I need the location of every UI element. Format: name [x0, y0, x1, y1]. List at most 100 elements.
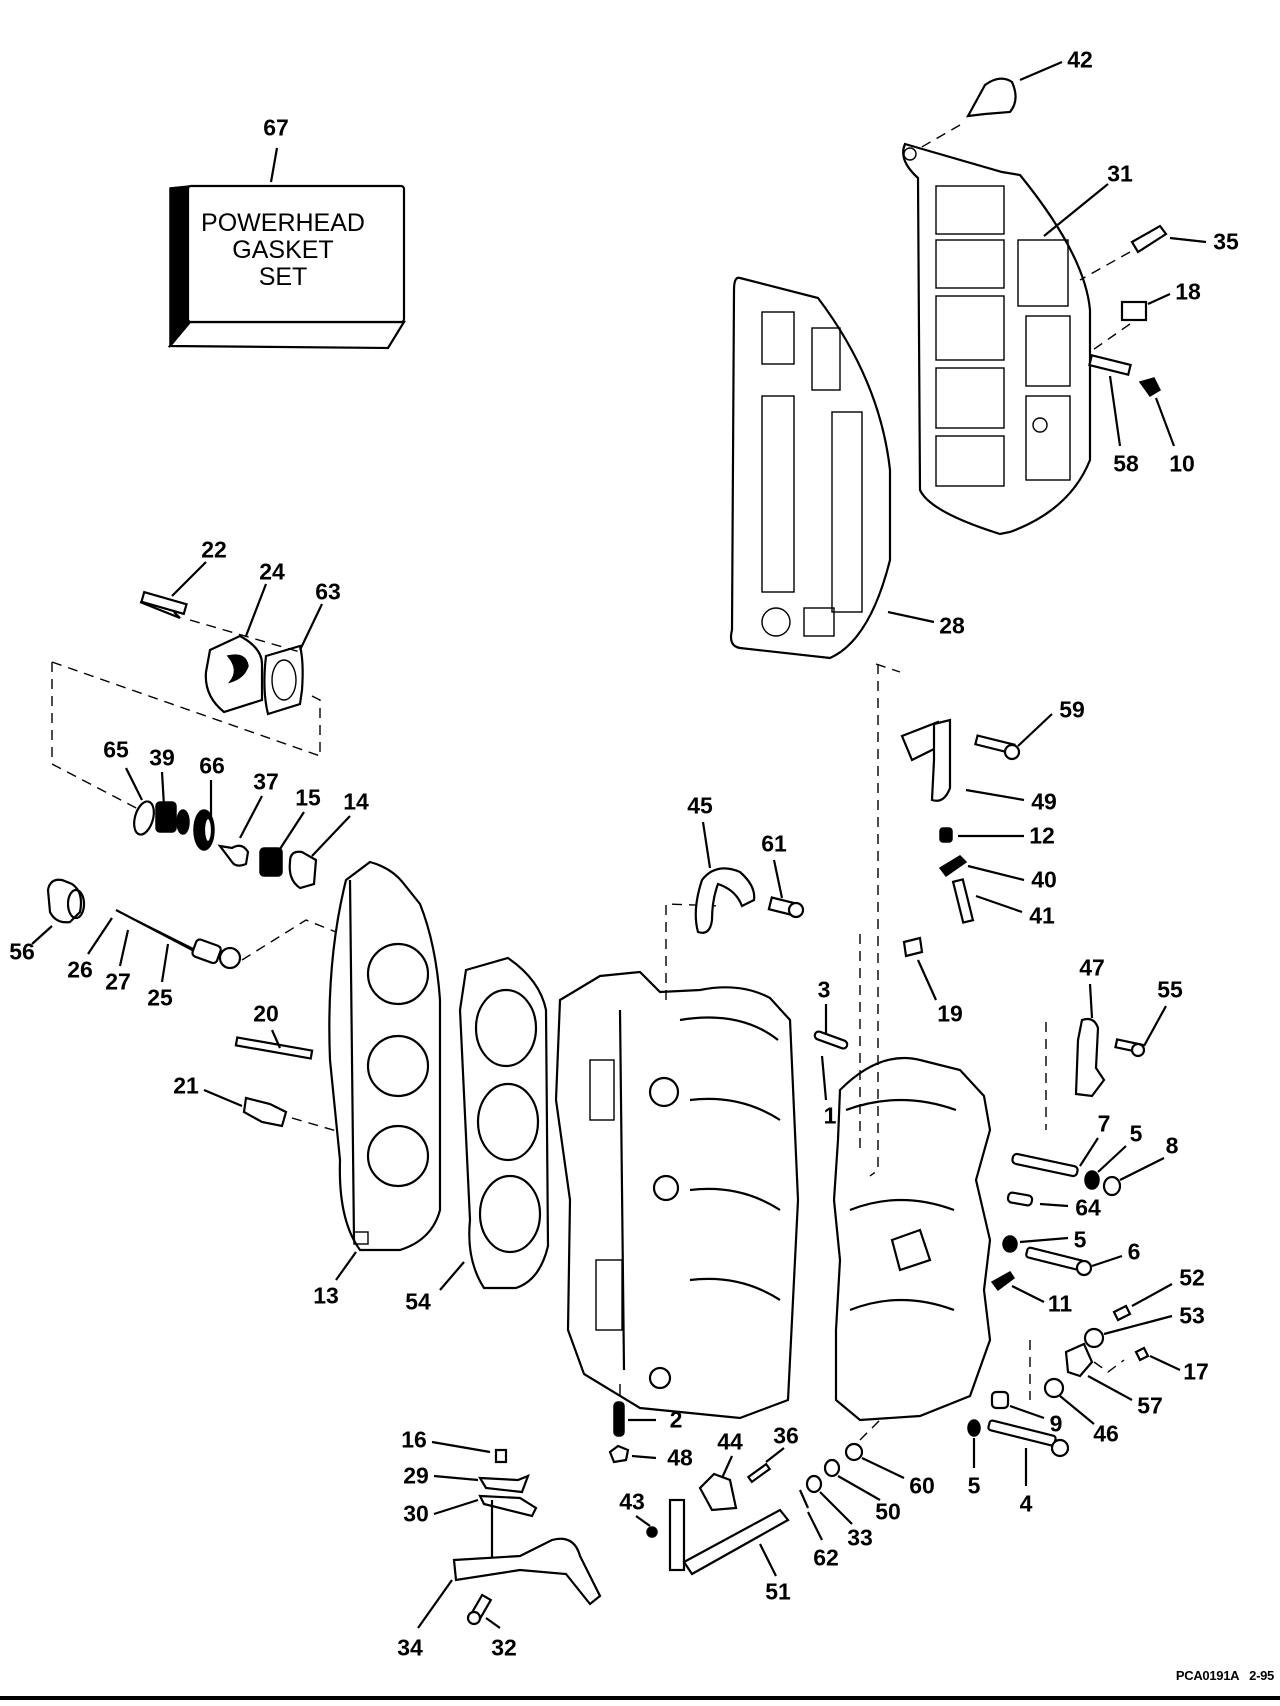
- callout-bracket-screw: 55: [1157, 976, 1183, 1003]
- callout-dowel-tube: 58: [1113, 450, 1139, 477]
- thermostat-housing: [51, 561, 323, 811]
- head-bolts: [203, 1029, 341, 1133]
- link-assembly: [635, 1415, 905, 1577]
- callout-washer: 53: [1179, 1302, 1205, 1329]
- callout-spring-plate: 29: [403, 1462, 429, 1489]
- callout-washer: 5: [1073, 1226, 1087, 1253]
- callout-fitting: 11: [1047, 1290, 1073, 1317]
- callout-spring: 40: [1031, 866, 1057, 893]
- sender-assembly: [31, 878, 337, 983]
- callout-temperature-sender: 25: [147, 984, 173, 1011]
- callout-plug: 9: [1049, 1410, 1063, 1437]
- callout-thermostat: 66: [199, 752, 225, 779]
- callout-nut: 33: [847, 1524, 873, 1551]
- footer-rule: [0, 1696, 1280, 1700]
- callout-stud: 2: [669, 1406, 683, 1433]
- callout-cover-screw: 35: [1213, 228, 1239, 255]
- callout-bracket: 34: [397, 1634, 423, 1661]
- callout-spring: 15: [295, 784, 321, 811]
- callout-crankcase-screw: 4: [1019, 1490, 1033, 1517]
- callout-plug: 46: [1093, 1420, 1119, 1447]
- callout-thermostat-cover-gasket: 63: [315, 578, 341, 605]
- callout-fitting: 17: [1183, 1358, 1209, 1385]
- callout-clip: 18: [1175, 278, 1201, 305]
- cylinder-head: [328, 860, 442, 1281]
- callout-clip: 19: [937, 1000, 963, 1027]
- callout-crankcase-assembly: 1: [823, 1102, 837, 1129]
- crankcase-hardware-middle: [990, 1235, 1123, 1303]
- callout-valve-seat: 14: [343, 788, 369, 815]
- callout-retainer: 57: [1137, 1392, 1163, 1419]
- upper-bracket: [875, 663, 1053, 924]
- clip-19: [902, 936, 938, 1001]
- stud-2: [608, 1384, 657, 1464]
- gasket-set-line-3: SET: [258, 263, 308, 291]
- callout-screw: 52: [1179, 1264, 1205, 1291]
- callout-head-gasket: 54: [405, 1288, 431, 1315]
- exhaust-cover: [902, 142, 1109, 536]
- callout-cylinder-head: 13: [313, 1282, 339, 1309]
- callout-washer: 5: [1129, 1120, 1143, 1147]
- thermostat-stack: [125, 767, 351, 890]
- callout-exhaust-cover-gasket: 28: [939, 612, 965, 639]
- crankcase-hardware-upper: [1006, 1137, 1165, 1208]
- callout-nut: 8: [1165, 1132, 1179, 1159]
- callout-screw: 16: [401, 1426, 427, 1453]
- gasket-set-line-1: POWERHEAD: [201, 209, 365, 237]
- callout-fitting: 10: [1169, 450, 1195, 477]
- callout-crankcase-screw: 6: [1127, 1238, 1141, 1265]
- callout-nut: 43: [619, 1488, 645, 1515]
- callout-exhaust-cover: 31: [1107, 160, 1133, 187]
- dowel-pin: [813, 1004, 849, 1050]
- crankcase-hardware-lower: [967, 1283, 1181, 1486]
- cylinder-block: [554, 903, 800, 1420]
- callout-screw: 41: [1029, 902, 1055, 929]
- callout-sender-tip: 26: [67, 956, 93, 983]
- breather-plug: [919, 60, 1063, 149]
- cover-hardware: [1079, 224, 1207, 447]
- callout-washer: 5: [967, 1472, 981, 1499]
- callout-lifting-eye: 45: [687, 792, 713, 819]
- gasket-set-line-2: GASKET: [232, 236, 334, 264]
- head-gasket: [439, 956, 550, 1291]
- callout-nut: 12: [1029, 822, 1055, 849]
- callout-cotter-pin: 62: [813, 1544, 839, 1571]
- callout-nut: 60: [909, 1472, 935, 1499]
- callout-powerhead-gasket-set: 67: [263, 114, 289, 141]
- callout-bracket: 49: [1031, 788, 1057, 815]
- callout-screw: 64: [1075, 1194, 1101, 1221]
- crankcase: [820, 664, 1031, 1422]
- lower-left-bracket: [417, 1440, 602, 1629]
- callout-lifting-eye-screw: 61: [761, 830, 787, 857]
- callout-sender-sleeve: 27: [105, 968, 131, 995]
- callout-thermostat-cover-screw: 22: [201, 536, 227, 563]
- callout-washer: 50: [875, 1498, 901, 1525]
- callout-screw: 32: [491, 1634, 517, 1661]
- gasket-set-label: POWERHEAD GASKET SET: [178, 210, 388, 291]
- gasket-set-box: [167, 147, 406, 350]
- callout-plug: 56: [9, 938, 35, 965]
- callout-link: 51: [765, 1578, 791, 1605]
- callout-dowel-pin: 3: [817, 976, 831, 1003]
- callout-head-bolt: 20: [253, 1000, 279, 1027]
- callout-valve: 37: [253, 768, 279, 795]
- callout-nut: 48: [667, 1444, 693, 1471]
- lifting-eye: [694, 821, 805, 934]
- drawing-code: PCA0191A 2-95: [1176, 1668, 1274, 1683]
- bracket-47: [1045, 983, 1167, 1130]
- callout-screw: 36: [773, 1422, 799, 1449]
- callout-thermostat-cover: 24: [259, 558, 285, 585]
- callout-breather-plug: 42: [1067, 46, 1093, 73]
- callout-bracket-screw: 59: [1059, 696, 1085, 723]
- drawing-number: PCA0191A: [1175, 1668, 1240, 1683]
- drawing-date: 2-95: [1249, 1668, 1274, 1683]
- callout-stud: 7: [1097, 1110, 1111, 1137]
- callout-bracket: 44: [717, 1428, 743, 1455]
- callout-spring-plate: 30: [403, 1500, 429, 1527]
- callout-o-ring: 65: [103, 736, 129, 763]
- exhaust-cover-gasket: [729, 276, 935, 660]
- callout-bracket: 47: [1079, 954, 1105, 981]
- callout-temperature-switch: 21: [173, 1072, 199, 1099]
- callout-spring: 39: [149, 744, 175, 771]
